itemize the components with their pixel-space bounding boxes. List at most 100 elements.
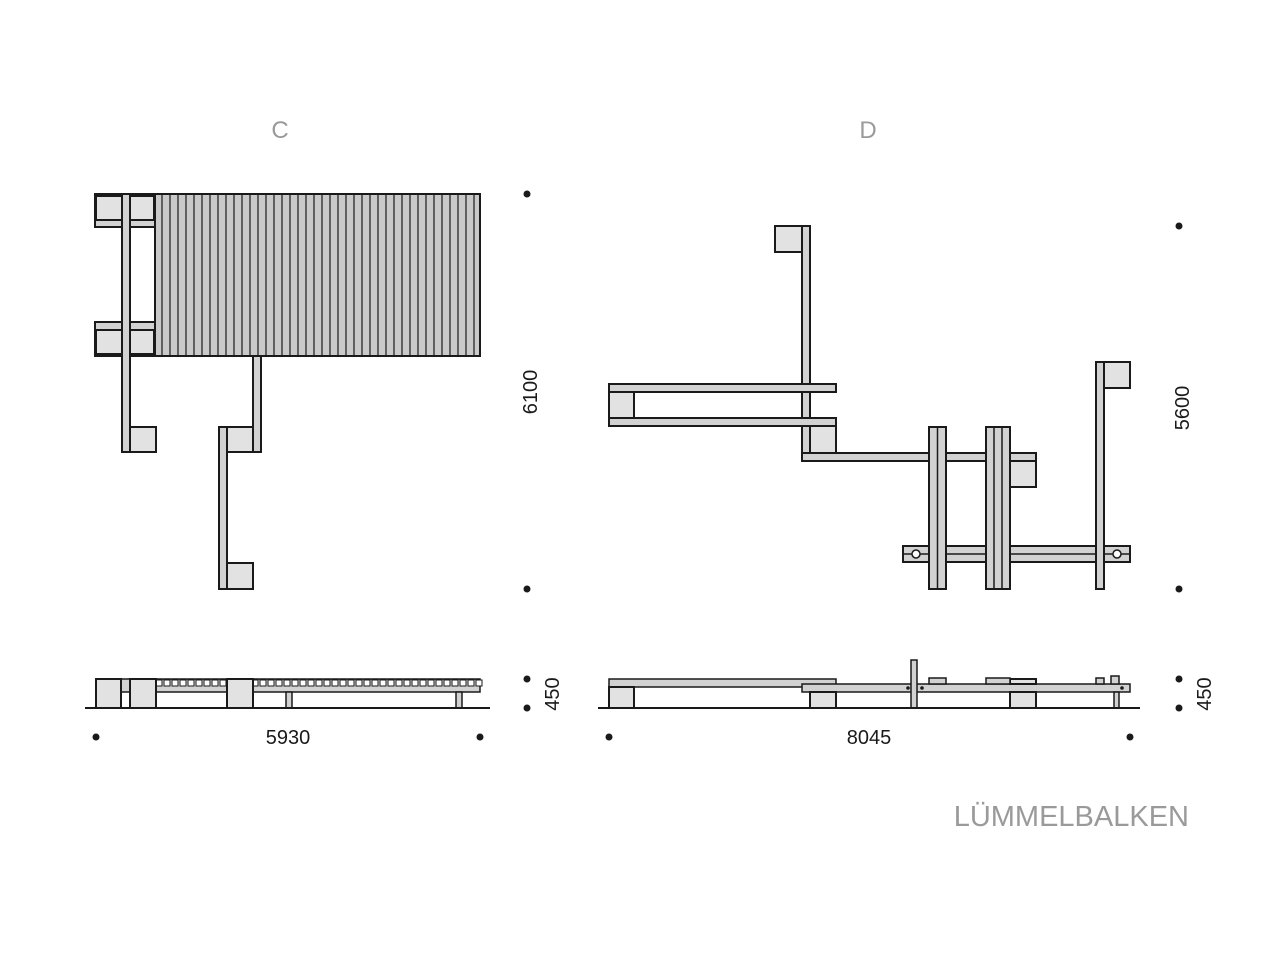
elev-slat (403, 679, 411, 687)
dim-dot-d-bottom (1175, 585, 1183, 593)
elev-slat (371, 679, 379, 687)
elev-slat (315, 679, 323, 687)
elev-slat (203, 679, 211, 687)
elev-slat (387, 679, 395, 687)
elev-slat (179, 679, 187, 687)
elev-slat (379, 679, 387, 687)
elev-slat (459, 679, 467, 687)
plan-view-d (608, 225, 1131, 590)
elev-c-block-3 (226, 678, 254, 709)
elev-c-block-1 (95, 678, 122, 709)
elev-slats-c (155, 679, 483, 687)
dim-dot-c-r (476, 733, 484, 741)
elev-slat (427, 679, 435, 687)
elev-d-cap-4 (1110, 675, 1120, 685)
elev-slat (163, 679, 171, 687)
block-d-5 (1103, 361, 1131, 389)
block-c-6 (226, 426, 254, 453)
deck-slats-c (161, 194, 475, 356)
elev-d-post (910, 659, 918, 709)
post-c-left (121, 193, 131, 453)
elev-c-leg-1 (285, 691, 293, 709)
plan-view-c (94, 193, 481, 590)
elev-slat (187, 679, 195, 687)
elev-c-leg-2 (455, 691, 463, 709)
view-label-d: D (859, 117, 876, 144)
section-dim-c: 450 (542, 677, 564, 710)
elev-d-cap-1 (928, 677, 947, 685)
elev-slat (347, 679, 355, 687)
height-dim-d: 5600 (1172, 386, 1194, 431)
elevation-view-d (598, 659, 1140, 709)
product-name: LÜMMELBALKEN (954, 801, 1189, 833)
section-dim-d: 450 (1194, 677, 1216, 710)
elev-slat (291, 679, 299, 687)
dim-dot-c-top (523, 190, 531, 198)
block-c-5 (129, 426, 157, 453)
elev-slat (323, 679, 331, 687)
elev-d-bolt-3 (1120, 686, 1124, 690)
elev-d-block-2 (809, 691, 837, 709)
elev-d-bolt-2 (920, 686, 924, 690)
block-c-2 (129, 195, 155, 221)
post-d-right (1095, 361, 1105, 590)
elev-slat (307, 679, 315, 687)
elev-slat (331, 679, 339, 687)
elev-slat (467, 679, 475, 687)
elev-slat (411, 679, 419, 687)
elev-slat (283, 679, 291, 687)
dim-dot-d-top (1175, 222, 1183, 230)
block-c-3 (95, 329, 123, 355)
elev-slat (395, 679, 403, 687)
deck-c (154, 193, 481, 357)
block-c-7 (226, 562, 254, 590)
beam-d-lower (608, 417, 837, 427)
dim-dot-d-l (605, 733, 613, 741)
dim-dot-d-s1 (1175, 675, 1183, 683)
elev-d-cap-2 (985, 677, 1011, 685)
block-d-4 (1009, 460, 1037, 488)
elev-slat (419, 679, 427, 687)
width-dim-c: 5930 (266, 727, 311, 749)
elev-slat (443, 679, 451, 687)
dim-dot-d-r (1126, 733, 1134, 741)
elev-slat (475, 679, 483, 687)
width-dim-d: 8045 (847, 727, 892, 749)
elev-d-block-3 (1009, 691, 1037, 709)
elev-slat (275, 679, 283, 687)
elev-slat (355, 679, 363, 687)
elev-slat (211, 679, 219, 687)
bolt-d-left (911, 549, 921, 559)
elev-d-block-4 (1009, 678, 1037, 685)
bolt-d-right (1112, 549, 1122, 559)
elev-slat (219, 679, 227, 687)
elev-d-bolt-1 (906, 686, 910, 690)
post-c-lower (218, 426, 228, 590)
elev-slat (259, 679, 267, 687)
post-d-b (985, 426, 1011, 590)
view-label-c: C (271, 117, 288, 144)
height-dim-c: 6100 (520, 370, 542, 415)
block-c-4 (129, 329, 155, 355)
beam-d-mid (801, 452, 1037, 462)
elev-d-leg (1113, 691, 1120, 709)
block-d-3 (809, 425, 837, 454)
dim-dot-c-s1 (523, 675, 531, 683)
elev-slat (451, 679, 459, 687)
elev-slat (299, 679, 307, 687)
elev-d-block-1 (608, 686, 635, 709)
elev-slat (195, 679, 203, 687)
block-d-2 (608, 391, 635, 419)
elev-d-rail-main (801, 683, 1131, 693)
elev-slat (171, 679, 179, 687)
elev-c-block-2 (129, 678, 157, 709)
elev-d-cap-3 (1095, 677, 1105, 685)
post-c-right-upper (252, 355, 262, 453)
dim-dot-c-s2 (523, 704, 531, 712)
dim-dot-c-l (92, 733, 100, 741)
elev-slat (339, 679, 347, 687)
dim-dot-c-bottom (523, 585, 531, 593)
elev-slat (267, 679, 275, 687)
elevation-view-c (85, 678, 490, 709)
